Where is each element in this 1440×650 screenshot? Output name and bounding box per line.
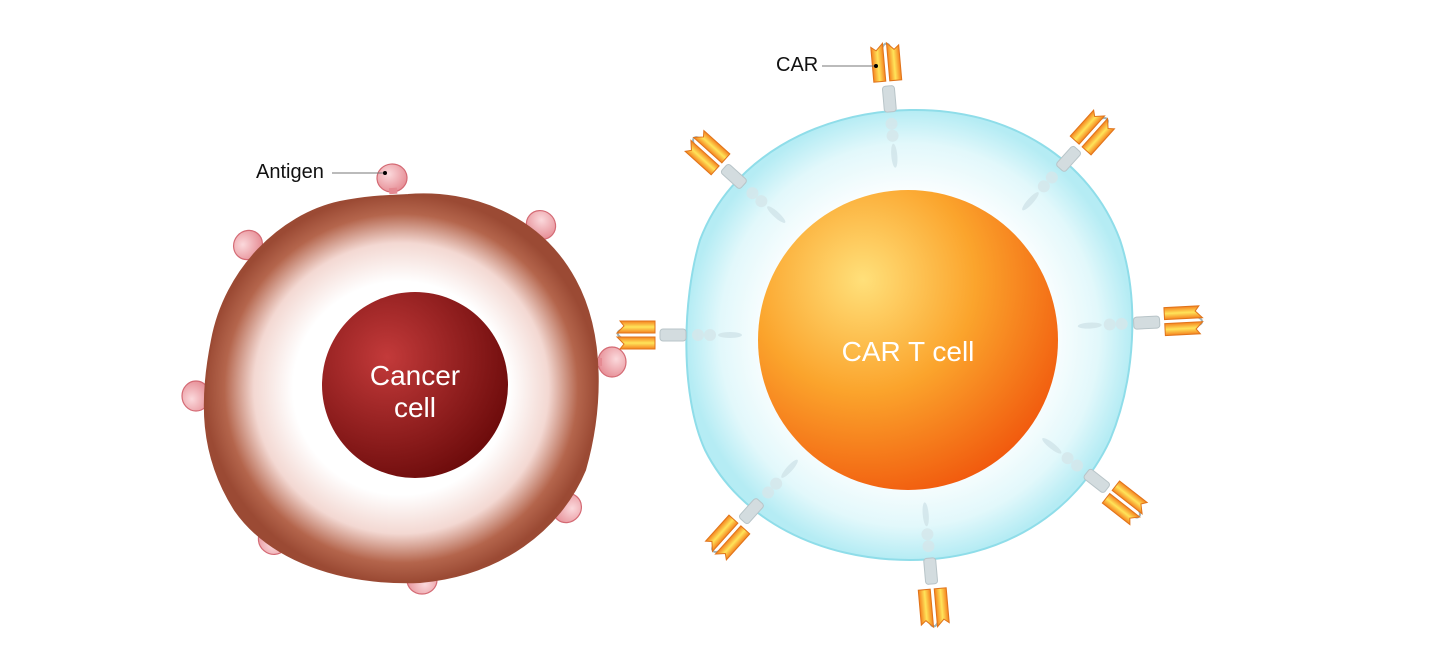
antigen-icon [596,346,627,378]
antigen-leader-dot [383,171,387,175]
car-receptor-icon [615,320,742,350]
antigen-label: Antigen [256,161,324,183]
cancer-cell-label: Cancer cell [335,360,495,424]
car-receptor-icon [684,129,786,223]
cancer-cell-label-line2: cell [393,392,436,423]
car-label: CAR [776,54,819,76]
car-t-cell-label: CAR T cell [841,336,975,367]
car-t-cell-nucleus [758,190,1058,490]
antigen-icon [376,163,408,195]
car-leader-dot [874,64,878,68]
car-receptor-icon [704,459,798,561]
car-receptor-icon [870,41,903,168]
car-receptor-icon [917,502,950,629]
car-receptor-icon [1077,305,1204,337]
cancer-cell-nucleus [322,292,508,478]
car-receptor-group [615,41,1204,629]
cancer-cell-label-line1: Cancer [369,360,461,391]
car-receptor-icon [1022,109,1116,211]
car-receptor-icon [1042,438,1149,526]
